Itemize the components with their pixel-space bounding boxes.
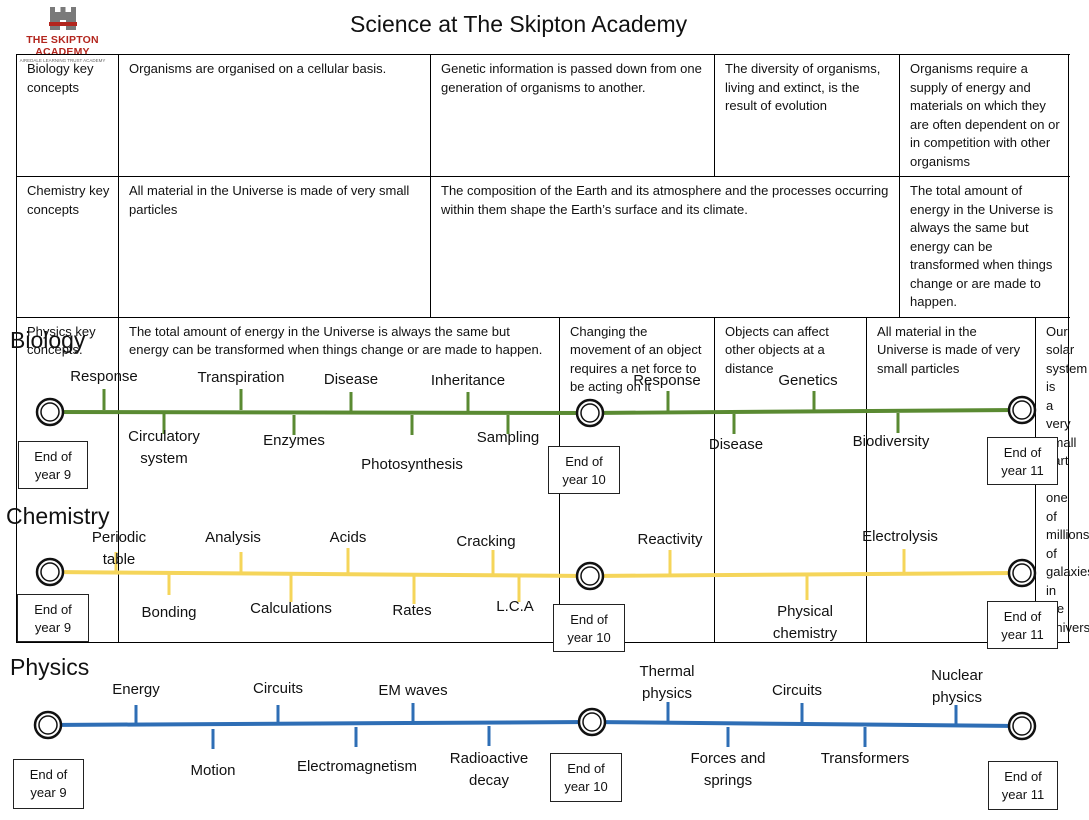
chemistry-timeline (35, 548, 1037, 604)
timeline-topic: Electromagnetism (296, 758, 418, 775)
physics-timeline-line (47, 719, 1023, 728)
physics-timeline (33, 702, 1037, 749)
biology-timeline-line (49, 408, 1023, 416)
end-marker-circle (40, 562, 60, 582)
end-of-year-10-box: End of year 10 (553, 604, 625, 652)
concept-cell: Organisms require a supply of energy and… (899, 54, 1070, 177)
page-title: Science at The Skipton Academy (350, 11, 688, 37)
end-of-year-10-box: End of year 10 (548, 446, 620, 494)
biology-timeline (35, 389, 1037, 435)
chemistry-row-label: Chemistry key concepts (16, 176, 119, 318)
end-marker-circle (1012, 400, 1032, 420)
timeline-topic: L.C.A (496, 598, 534, 615)
timeline-topic: Physical chemistry (772, 603, 838, 642)
end-of-year-11-box: End of year 11 (988, 761, 1058, 810)
end-marker-circle (38, 715, 58, 735)
chemistry-section-title: Chemistry (6, 503, 110, 529)
timeline-topic: Genetics (778, 372, 838, 389)
end-marker-circle (580, 403, 600, 423)
timeline-topic: Circuits (771, 682, 822, 699)
timeline-topic: Enzymes (263, 432, 325, 449)
key-concepts-table: Biology key concepts Organisms are organ… (16, 54, 1089, 643)
concept-cell: Organisms are organised on a cellular ba… (118, 54, 431, 177)
concept-cell: Genetic information is passed down from … (429, 54, 716, 177)
chemistry-end-markers (35, 557, 1037, 591)
chemistry-ticks (114, 548, 906, 604)
timeline-topic: Sampling (476, 429, 540, 446)
castle-crest-icon (48, 7, 77, 30)
timeline-topic: Forces and springs (690, 750, 766, 789)
timeline-topic: Nuclear physics (931, 667, 983, 706)
end-of-year-9-box: End of year 9 (13, 759, 84, 809)
timeline-topic: Cracking (456, 533, 516, 550)
timeline-topic: Response (70, 368, 138, 385)
timeline-topic: Radioactive decay (449, 750, 529, 789)
timeline-topic: Biodiversity (852, 433, 930, 450)
timeline-topic: Photosynthesis (361, 456, 463, 473)
timeline-topic: Disease (323, 371, 379, 388)
concept-cell: Objects can affect other objects at a di… (714, 316, 868, 643)
end-of-year-11-box: End of year 11 (987, 437, 1058, 485)
timeline-topic: Transpiration (197, 369, 285, 386)
timeline-topic: Motion (190, 762, 236, 779)
end-marker-circle (582, 712, 602, 732)
physics-end-markers (33, 707, 1037, 741)
physics-ticks (134, 702, 958, 749)
end-marker-circle (580, 566, 600, 586)
timeline-topic: Analysis (205, 529, 261, 546)
timeline-topic: Calculations (250, 600, 332, 617)
end-marker-circle (40, 402, 60, 422)
timeline-topic: Inheritance (430, 372, 506, 389)
biology-row-label: Biology key concepts (16, 54, 119, 177)
timeline-topic: Electrolysis (862, 528, 938, 545)
biology-ticks (102, 389, 900, 435)
timeline-topic: Circuits (252, 680, 303, 697)
timeline-topic: Disease (708, 436, 764, 453)
biology-concepts-row: Biology key concepts Organisms are organ… (16, 54, 1070, 177)
timeline-topic: Periodic table (91, 529, 147, 568)
concept-cell: All material in the Universe is made of … (118, 176, 431, 318)
biology-end-markers (35, 395, 1037, 428)
timeline-topic: Reactivity (637, 531, 703, 548)
concept-cell: All material in the Universe is made of … (866, 316, 1037, 643)
end-marker-circle (1012, 716, 1032, 736)
end-of-year-11-box: End of year 11 (987, 601, 1058, 649)
end-marker-circle (1012, 563, 1032, 583)
chemistry-concepts-row: Chemistry key concepts All material in t… (16, 176, 1070, 318)
timeline-topic: Acids (329, 529, 367, 546)
timeline-topic: Bonding (141, 604, 197, 621)
timeline-topic: Response (633, 372, 701, 389)
physics-section-title: Physics (10, 654, 90, 680)
end-of-year-9-box: End of year 9 (17, 594, 89, 642)
biology-section-title: Biology (10, 327, 86, 353)
timeline-topic: Circulatory system (128, 428, 200, 467)
concept-cell: The total amount of energy in the Univer… (118, 316, 560, 643)
end-of-year-10-box: End of year 10 (550, 753, 622, 802)
concept-cell: The diversity of organisms, living and e… (714, 54, 901, 177)
timeline-topic: Transformers (820, 750, 910, 767)
timeline-topic: Energy (112, 681, 160, 698)
concept-cell: The total amount of energy in the Univer… (899, 176, 1070, 318)
concept-cell: The composition of the Earth and its atm… (429, 176, 901, 318)
timeline-topic: Thermal physics (639, 663, 695, 702)
chemistry-timeline-line (49, 570, 1023, 579)
timeline-topic: EM waves (378, 682, 448, 699)
end-of-year-9-box: End of year 9 (18, 441, 88, 489)
concept-cell: Changing the movement of an object requi… (558, 316, 716, 643)
timeline-topic: Rates (392, 602, 432, 619)
